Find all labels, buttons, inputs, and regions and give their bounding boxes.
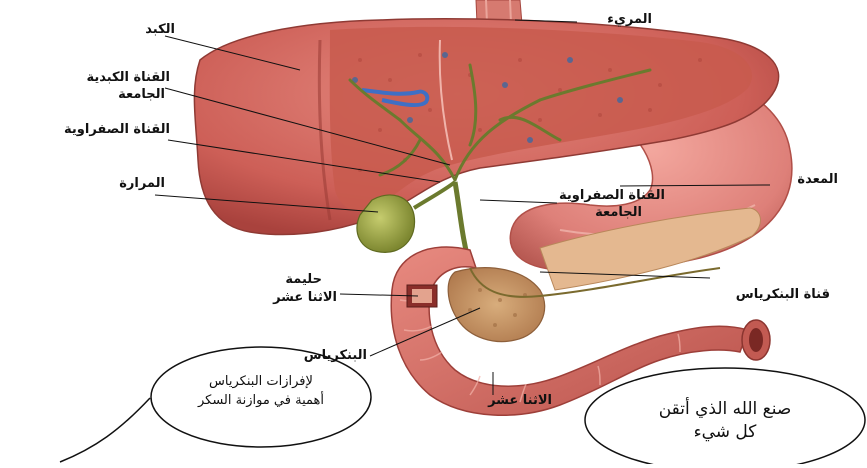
left-bubble-text: لإفرازات البنكرياس أهمية في موازنة السكر bbox=[165, 372, 357, 410]
right-bubble-text: صنع الله الذي أتقن كل شيء bbox=[610, 398, 840, 444]
label-common-bile-duct-2: الجامعة bbox=[572, 205, 642, 221]
pancreas-head bbox=[448, 268, 545, 342]
label-cystic-duct: القناة الصفراوية bbox=[45, 122, 170, 138]
label-papilla-1: حليمة bbox=[262, 272, 322, 288]
label-common-bile-duct-1: القناة الصفراوية bbox=[555, 188, 665, 204]
label-liver: الكبد bbox=[130, 22, 175, 38]
label-stomach: المعدة bbox=[778, 172, 838, 188]
left-bubble-line-2: أهمية في موازنة السكر bbox=[165, 391, 357, 410]
label-duodenum: الاثنا عشر bbox=[462, 393, 552, 409]
label-gallbladder: المرارة bbox=[95, 176, 165, 192]
label-pancreas: البنكرياس bbox=[272, 348, 367, 364]
label-pancreatic-duct: قناة البنكرياس bbox=[710, 287, 830, 303]
label-papilla-2: الاثنا عشر bbox=[252, 290, 337, 306]
label-common-hepatic-duct-2: الجامعة bbox=[95, 87, 165, 103]
right-bubble-line-2: كل شيء bbox=[610, 421, 840, 444]
label-common-hepatic-duct-1: القناة الكبدية bbox=[60, 70, 170, 86]
left-bubble-line-1: لإفرازات البنكرياس bbox=[165, 372, 357, 391]
label-esophagus: المريء bbox=[597, 12, 652, 28]
right-bubble-line-1: صنع الله الذي أتقن bbox=[610, 398, 840, 421]
